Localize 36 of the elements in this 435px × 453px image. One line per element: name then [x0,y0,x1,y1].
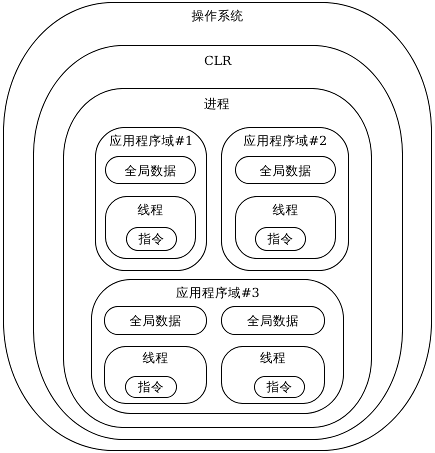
container-region [3,2,432,451]
box-label: 指令 [138,379,164,394]
box-label: 全局数据 [130,313,182,328]
region-title: CLR [204,52,232,68]
region-title: 线程 [260,350,286,366]
box-label: 全局数据 [124,162,177,178]
container-region [32,44,403,440]
container-region [95,127,208,272]
region-title: 应用程序域#2 [244,133,328,148]
rounded-box [104,306,208,336]
box-label: 指令 [138,231,164,246]
container-region [235,196,336,260]
region-title: 线程 [272,202,299,218]
region-title: 进程 [204,96,230,111]
rounded-box [126,226,177,251]
container-region [104,346,208,404]
container-region [221,346,326,404]
box-label: 全局数据 [260,162,312,178]
region-title: 应用程序域#1 [110,133,194,148]
container-region [105,196,196,260]
region-title: 应用程序域#3 [176,285,260,300]
box-label: 全局数据 [247,313,300,328]
rounded-box [105,156,196,184]
container-region [91,279,344,414]
rounded-box [254,226,306,251]
rounded-box [254,376,305,398]
region-title: 线程 [142,350,169,366]
box-label: 指令 [267,231,294,246]
rounded-box [235,156,336,184]
rounded-box [221,306,326,336]
box-label: 指令 [266,379,292,394]
container-region [62,88,372,428]
container-region [221,127,350,272]
region-title: 线程 [138,202,164,218]
rounded-box [124,376,177,398]
region-title: 操作系统 [192,8,244,23]
